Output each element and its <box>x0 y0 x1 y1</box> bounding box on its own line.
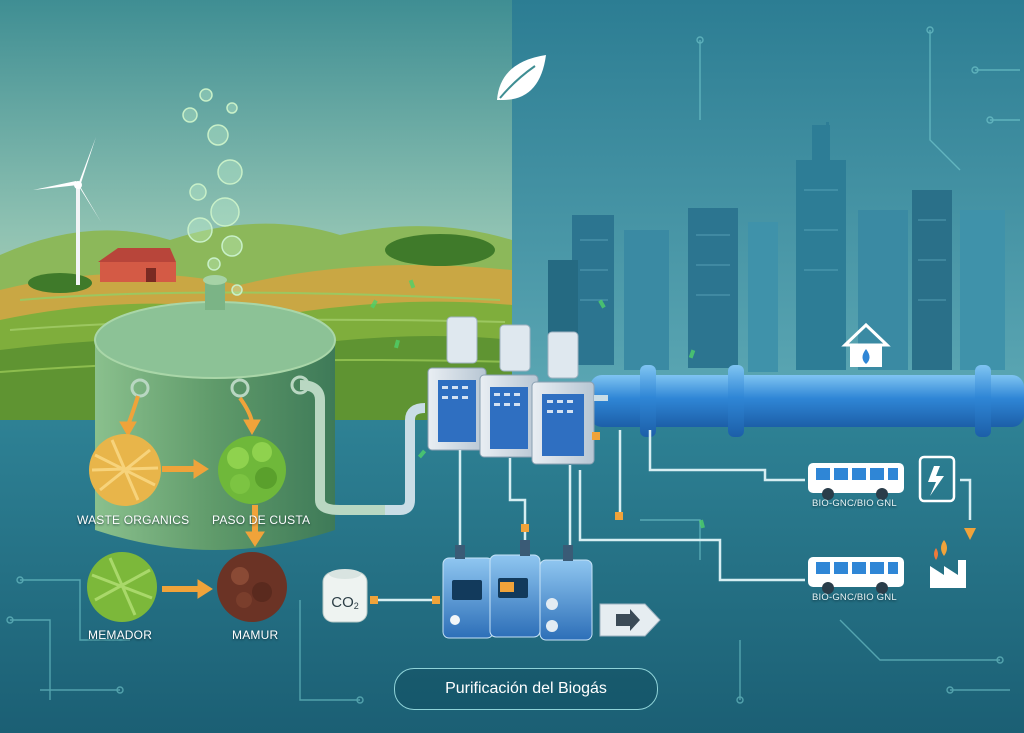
barn <box>98 248 176 282</box>
caption-text: Purificación del Biogás <box>445 680 607 697</box>
digester-tank <box>94 275 426 550</box>
mamur-ball <box>217 552 287 622</box>
factory-icon <box>930 540 966 588</box>
connection-lines <box>370 430 972 602</box>
flow-arrows <box>119 395 265 599</box>
circuit-lines <box>6 26 1020 704</box>
connection-nodes <box>370 432 623 604</box>
gas-bubbles <box>182 88 243 296</box>
sparkles <box>370 279 705 529</box>
label-paso-de-custa: PASO DE CUSTA <box>212 513 311 527</box>
label-memador: MEMADOR <box>88 628 153 642</box>
home-gas-icon <box>841 322 891 367</box>
city-skyline <box>548 122 1005 372</box>
compressor-units <box>442 540 593 641</box>
label-bus-top: BIO-GNC/BIO GNL <box>812 498 897 509</box>
label-mamur: MAMUR <box>232 628 279 642</box>
gas-pipeline <box>590 365 1024 437</box>
label-waste-organics: WASTE ORGANICS <box>77 513 190 527</box>
paso-de-custa-ball <box>218 436 286 504</box>
caption-box: Purificación del Biogás <box>394 668 658 710</box>
arrow-right-icon <box>599 603 661 637</box>
wind-turbine-icon <box>33 137 101 285</box>
bus-icon <box>808 463 904 500</box>
co2-cap <box>329 569 361 579</box>
lightning-icon <box>918 455 956 503</box>
leaf-icon <box>497 55 546 100</box>
co2-subscript: 2 <box>353 601 359 611</box>
down-arrow-icon <box>964 528 976 540</box>
co2-text: CO <box>331 593 354 611</box>
memador-ball <box>87 552 157 622</box>
label-bus-bottom: BIO-GNC/BIO GNL <box>812 592 897 603</box>
purification-units <box>427 316 608 465</box>
waste-organics-ball <box>89 434 161 506</box>
bus-icon <box>808 557 904 594</box>
